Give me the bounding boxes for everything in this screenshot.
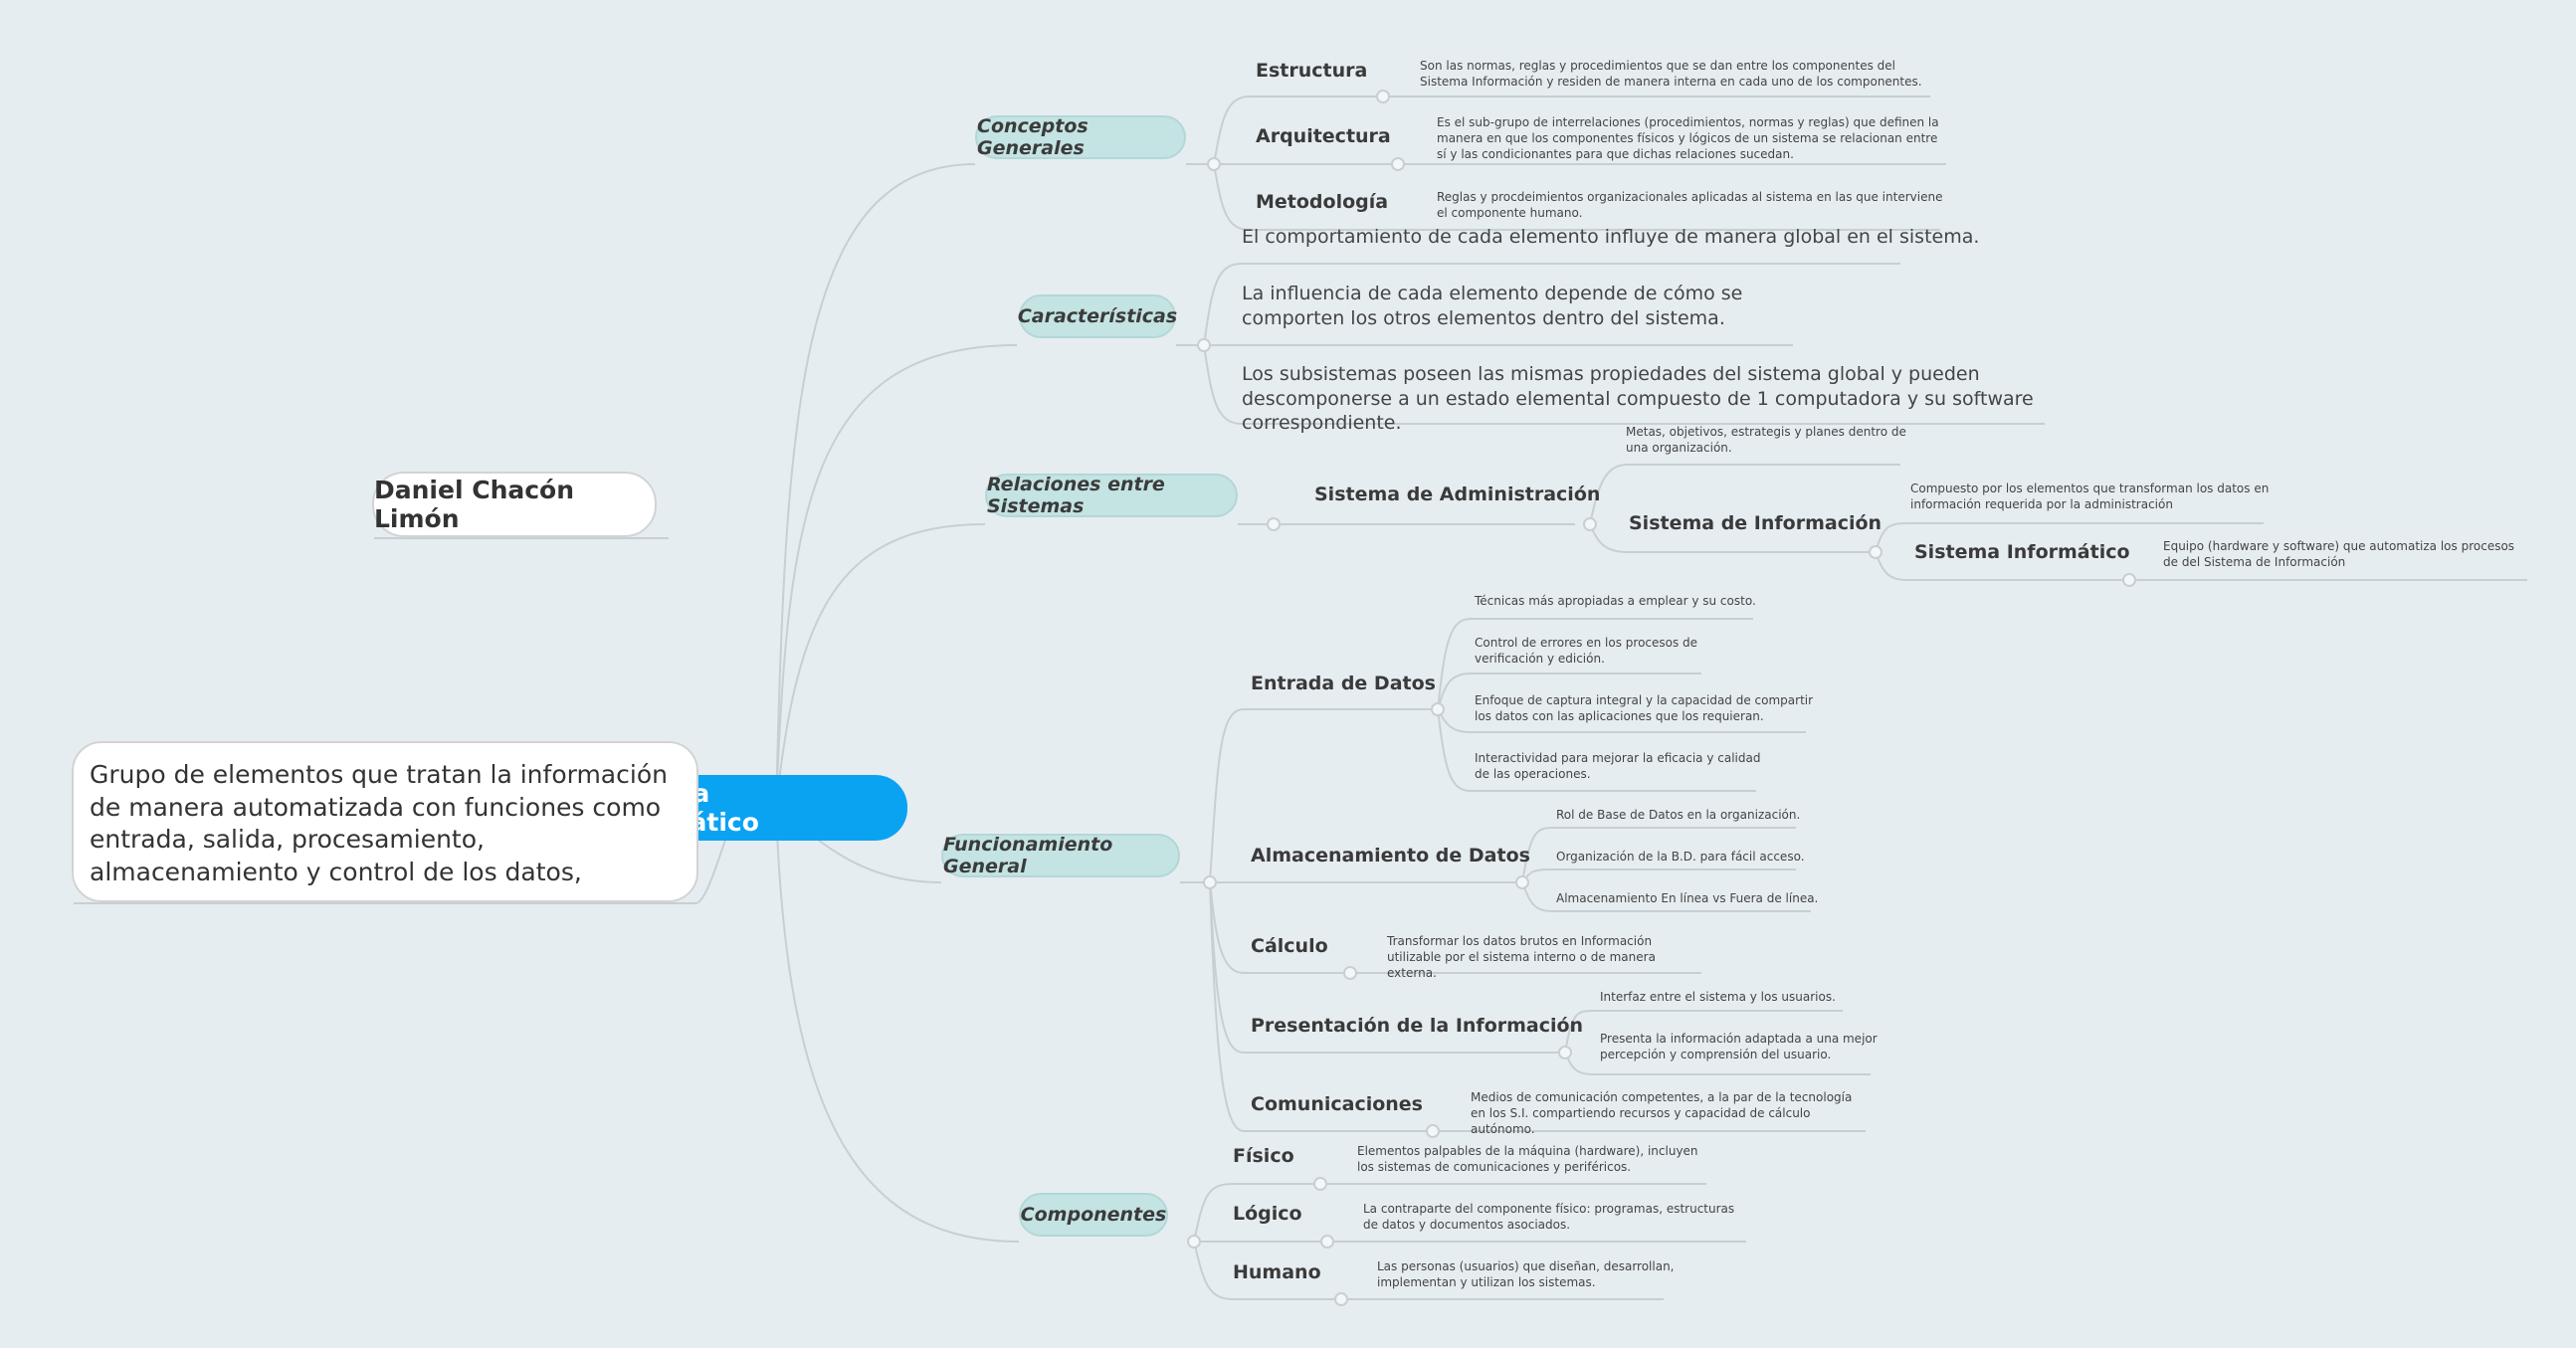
note-presentacion-2: Presenta la información adaptada a una m… [1600,1032,1878,1062]
branch-funcionamiento-general[interactable]: Funcionamiento General [941,834,1180,877]
note-logico: La contraparte del componente físico: pr… [1363,1202,1735,1233]
note-almacenamiento-2: Organización de la B.D. para fácil acces… [1556,850,1805,864]
branch-conceptos-generales[interactable]: Conceptos Generales [975,115,1186,159]
topic-sistema-administracion[interactable]: Sistema de Administración [1314,483,1601,505]
note-entrada-4: Interactividad para mejorar la eficacia … [1475,751,1761,782]
note-arquitectura: Es el sub-grupo de interrelaciones (proc… [1437,115,1939,162]
topic-estructura[interactable]: Estructura [1256,60,1368,82]
note-humano: Las personas (usuarios) que diseñan, des… [1377,1259,1675,1290]
note-metodologia: Reglas y procdeimientos organizacionales… [1437,190,1943,221]
note-comunicaciones: Medios de comunicación competentes, a la… [1471,1090,1853,1137]
topic-sistema-informatico[interactable]: Sistema Informático [1914,541,2130,563]
topic-metodologia[interactable]: Metodología [1256,191,1389,213]
topic-entrada-datos[interactable]: Entrada de Datos [1251,673,1436,694]
branch-caracteristicas[interactable]: Características [1017,294,1178,338]
definition-text: Grupo de elementos que tratan la informa… [90,760,668,886]
branch-componentes[interactable]: Componentes [1019,1193,1168,1237]
caracteristica-1[interactable]: El comportamiento de cada elemento influ… [1242,226,1980,248]
topic-almacenamiento-datos[interactable]: Almacenamiento de Datos [1251,845,1530,867]
note-entrada-1: Técnicas más apropiadas a emplear y su c… [1475,594,1756,608]
note-calculo: Transformar los datos brutos en Informac… [1387,934,1656,981]
topic-humano[interactable]: Humano [1233,1261,1321,1283]
note-fisico: Elementos palpables de la máquina (hardw… [1357,1144,1698,1175]
caracteristica-3[interactable]: Los subsistemas poseen las mismas propie… [1242,363,2034,435]
topic-comunicaciones[interactable]: Comunicaciones [1251,1093,1423,1115]
definition-box[interactable]: Grupo de elementos que tratan la informa… [72,741,698,902]
note-entrada-2: Control de errores en los procesos de ve… [1475,636,1698,667]
caracteristica-2[interactable]: La influencia de cada elemento depende d… [1242,283,1743,329]
topic-fisico[interactable]: Físico [1233,1145,1294,1167]
branch-relaciones-entre-sistemas[interactable]: Relaciones entre Sistemas [985,474,1238,517]
note-sistema-informatico: Equipo (hardware y software) que automat… [2163,539,2515,570]
branch-label: Características [1017,305,1178,327]
note-sistema-administracion: Metas, objetivos, estrategis y planes de… [1626,425,1906,456]
note-entrada-3: Enfoque de captura integral y la capacid… [1475,693,1814,724]
note-estructura: Son las normas, reglas y procedimientos … [1420,59,1922,90]
note-sistema-informacion: Compuesto por los elementos que transfor… [1910,481,2270,512]
topic-presentacion-informacion[interactable]: Presentación de la Información [1251,1015,1584,1037]
branch-label: Componentes [1020,1204,1167,1226]
topic-arquitectura[interactable]: Arquitectura [1256,125,1391,147]
note-almacenamiento-3: Almacenamiento En línea vs Fuera de líne… [1556,891,1819,905]
note-presentacion-1: Interfaz entre el sistema y los usuarios… [1600,990,1836,1004]
branch-label: Funcionamiento General [943,834,1113,877]
topic-sistema-informacion[interactable]: Sistema de Información [1629,512,1882,534]
author-name: Daniel Chacón Limón [374,476,575,533]
branch-label: Relaciones entre Sistemas [987,474,1165,517]
topic-logico[interactable]: Lógico [1233,1203,1302,1225]
topic-calculo[interactable]: Cálculo [1251,935,1328,957]
branch-label: Conceptos Generales [977,115,1089,159]
note-almacenamiento-1: Rol de Base de Datos en la organización. [1556,808,1801,822]
author-box[interactable]: Daniel Chacón Limón [372,472,657,537]
